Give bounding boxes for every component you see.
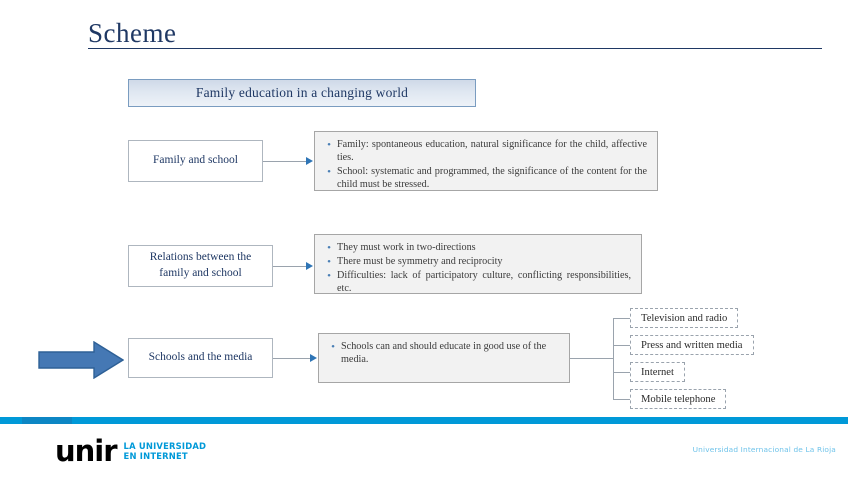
media-box-label: Press and written media <box>641 339 743 351</box>
bullet-dot-icon: • <box>327 139 331 151</box>
bullet-item: • Schools can and should educate in good… <box>325 340 559 366</box>
bracket-spine-line <box>613 318 614 400</box>
media-box-label: Television and radio <box>641 312 728 324</box>
bracket-stub-line-1 <box>613 318 630 319</box>
connector-arrowhead-row-2 <box>306 262 313 270</box>
bullet-item: • School: systematic and programmed, the… <box>321 165 647 191</box>
bullet-text: Family: spontaneous education, natural s… <box>337 139 647 164</box>
bullet-text: School: systematic and programmed, the s… <box>337 166 647 191</box>
bullet-text: There must be symmetry and reciprocity <box>337 256 503 268</box>
content-box-family-and-school: • Family: spontaneous education, natural… <box>314 131 658 191</box>
bullet-dot-icon: • <box>327 256 331 269</box>
label-box-text: Relations between the family and school <box>149 251 252 279</box>
connector-line-row-3 <box>273 358 311 359</box>
label-box-schools-and-the-media[interactable]: Schools and the media <box>128 338 273 378</box>
connector-arrowhead-row-3 <box>310 354 317 362</box>
footer-brand-bar-segment <box>22 417 72 424</box>
label-box-text: Family and school <box>153 154 238 167</box>
label-box-text: Schools and the media <box>148 351 253 364</box>
bullet-item: • There must be symmetry and reciprocity <box>321 255 631 268</box>
unir-logo: unir LA UNIVERSIDAD EN INTERNET <box>55 437 206 466</box>
connector-line-row-1 <box>263 161 307 162</box>
bullet-text: They must work in two-directions <box>337 242 476 253</box>
emphasis-block-arrow-icon <box>38 340 125 380</box>
content-box-relations: • They must work in two-directions • The… <box>314 234 642 294</box>
bracket-stem-line <box>570 358 613 359</box>
media-box-press-and-written-media[interactable]: Press and written media <box>630 335 754 355</box>
bracket-stub-line-2 <box>613 345 630 346</box>
connector-line-row-2 <box>273 266 307 267</box>
connector-arrowhead-row-1 <box>306 157 313 165</box>
bullet-dot-icon: • <box>327 242 331 254</box>
unir-logo-tagline: LA UNIVERSIDAD EN INTERNET <box>123 440 207 461</box>
media-box-mobile-telephone[interactable]: Mobile telephone <box>630 389 727 409</box>
header-banner-label: Family education in a changing world <box>195 85 409 100</box>
bullet-dot-icon: • <box>327 166 331 179</box>
bracket-stub-line-4 <box>613 399 630 400</box>
unir-logo-tagline-line1: LA UNIVERSIDAD <box>123 440 207 451</box>
bullet-item: • Family: spontaneous education, natural… <box>321 138 647 164</box>
bullet-text: Schools can and should educate in good u… <box>341 341 547 366</box>
footer-university-name: Universidad Internacional de La Rioja <box>692 445 836 454</box>
unir-logo-tagline-line2: EN INTERNET <box>123 450 188 461</box>
label-box-relations-between-family-and-school[interactable]: Relations between the family and school <box>128 245 273 287</box>
bullet-text: Difficulties: lack of participatory cult… <box>337 270 631 295</box>
footer-brand-bar <box>0 417 848 424</box>
bullet-item: • They must work in two-directions <box>321 241 631 254</box>
title-underline-rule <box>88 48 822 49</box>
media-box-internet[interactable]: Internet <box>630 362 685 382</box>
label-box-family-and-school[interactable]: Family and school <box>128 140 263 182</box>
media-box-label: Mobile telephone <box>641 393 716 405</box>
unir-logo-wordmark: unir <box>55 434 118 468</box>
bullet-item: • Difficulties: lack of participatory cu… <box>321 269 631 295</box>
bullet-dot-icon: • <box>331 341 335 353</box>
bullet-dot-icon: • <box>327 270 331 283</box>
media-box-label: Internet <box>641 366 674 378</box>
bracket-stub-line-3 <box>613 372 630 373</box>
content-box-schools-and-media: • Schools can and should educate in good… <box>318 333 570 383</box>
header-banner-box: Family education in a changing world <box>128 79 476 107</box>
page-title: Scheme <box>88 18 177 48</box>
media-box-television-and-radio[interactable]: Television and radio <box>630 308 739 328</box>
